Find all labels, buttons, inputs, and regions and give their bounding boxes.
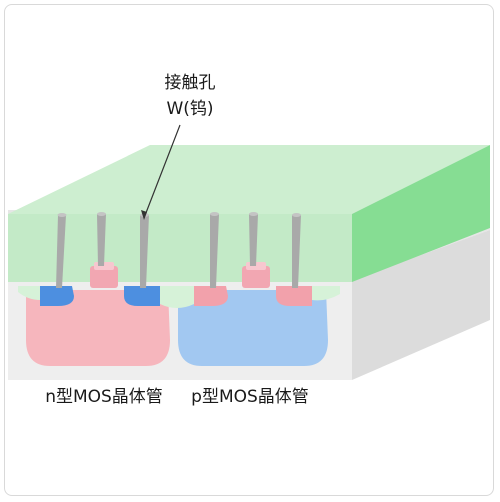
tungsten-plug-3 (140, 215, 149, 288)
nmos-gate (90, 266, 118, 288)
pmos-drain-region (276, 286, 312, 306)
tungsten-plug-1 (56, 215, 66, 288)
tungsten-plug-4 (210, 214, 219, 288)
plug-top-2 (97, 212, 106, 216)
pmos-source-region (194, 286, 228, 306)
annotation-pointer-line (143, 124, 181, 219)
isolation-right (312, 286, 340, 301)
p-well (178, 290, 328, 366)
nmos-label: n型MOS晶体管 (45, 387, 163, 407)
oxide-top-face (8, 145, 490, 214)
plug-top-5 (249, 212, 258, 216)
nmos-source-region (40, 286, 74, 306)
nmos-drain-region (124, 286, 160, 306)
annotation-contact-hole: 接触孔 (165, 73, 216, 93)
annotation-tungsten: W(钨) (166, 99, 213, 119)
tungsten-plug-2 (97, 214, 106, 266)
pmos-label: p型MOS晶体管 (191, 387, 309, 407)
plug-top-6 (292, 213, 301, 217)
n-well (26, 290, 170, 366)
isolation-middle (160, 286, 194, 308)
pmos-gate (242, 266, 270, 288)
tungsten-plug-6 (292, 215, 301, 288)
plug-top-1 (57, 213, 67, 217)
isolation-left (18, 286, 40, 300)
plug-top-4 (210, 212, 219, 216)
oxide-side-face (352, 145, 490, 282)
tungsten-plug-5 (249, 214, 258, 266)
annotation-pointer-arrowhead (141, 210, 147, 220)
